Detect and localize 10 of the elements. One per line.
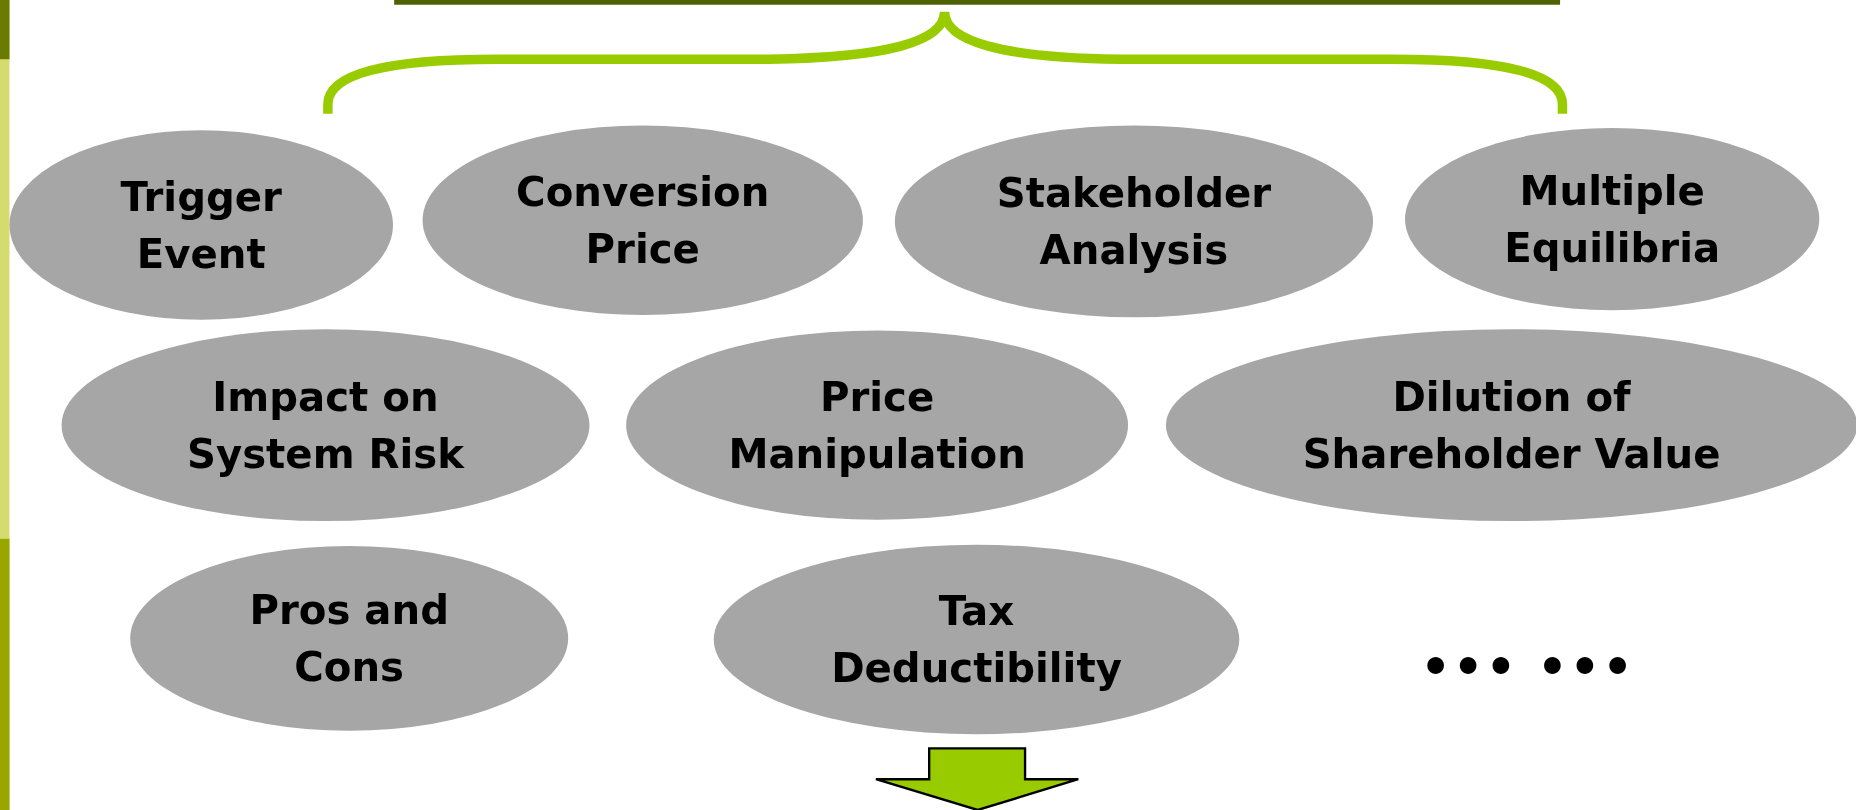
- topic-text: Tax Deductibility: [830, 586, 1123, 694]
- topic-text: Multiple Equilibria: [1503, 165, 1722, 274]
- ellipsis-text: ••• •••: [1420, 639, 1636, 694]
- topic-text: Conversion Price: [515, 167, 771, 275]
- topic-text: Impact on System Risk: [185, 372, 466, 480]
- topic-text: Price Manipulation: [727, 372, 1027, 480]
- topic-text: Pros and Cons: [248, 585, 450, 693]
- topic-text: Trigger Event: [119, 171, 283, 280]
- topic-text: Dilution of Shareholder Value: [1301, 372, 1722, 480]
- topic-text: Stakeholder Analysis: [995, 168, 1273, 276]
